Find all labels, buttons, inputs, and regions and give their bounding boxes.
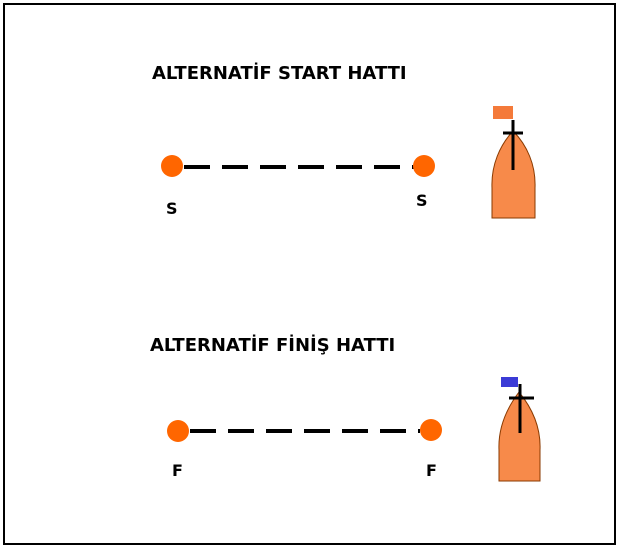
start-right-mark-label: S <box>416 191 428 210</box>
start-committee-boat-icon <box>491 106 536 219</box>
start-right-mark-icon <box>413 155 435 177</box>
start-left-mark-icon <box>161 155 183 177</box>
start-left-mark-label: S <box>166 199 178 218</box>
finish-line-title: ALTERNATİF FİNİŞ HATTI <box>150 335 396 356</box>
finish-boat-hull-icon <box>498 391 541 482</box>
finish-right-mark-label: F <box>426 461 437 480</box>
finish-left-mark-icon <box>167 420 189 442</box>
finish-blue-flag-icon <box>501 377 518 387</box>
diagram-frame <box>3 3 616 545</box>
start-orange-flag-icon <box>493 106 513 119</box>
finish-right-mark-icon <box>420 419 442 441</box>
start-line-title: ALTERNATİF START HATTI <box>152 63 407 84</box>
start-boat-hull-icon <box>491 130 536 219</box>
finish-committee-boat-icon <box>498 377 541 482</box>
finish-left-mark-label: F <box>172 461 183 480</box>
